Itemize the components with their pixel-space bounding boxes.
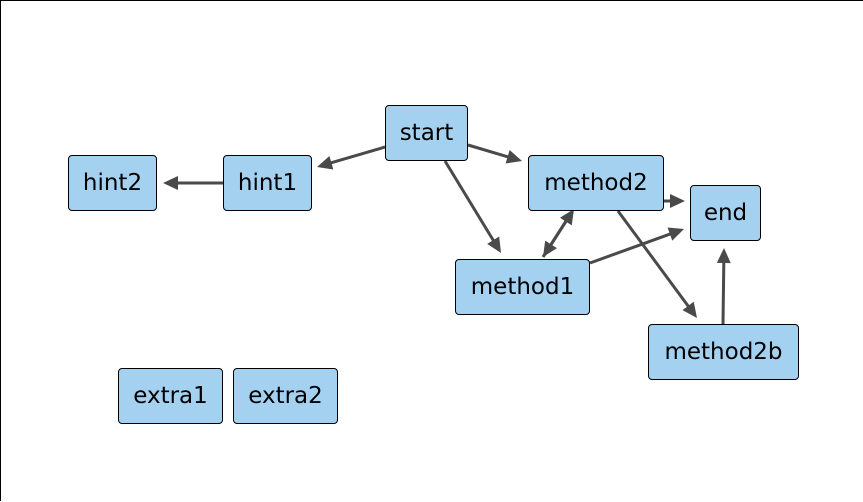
edge-line xyxy=(616,210,692,310)
edge-start-to-hint1 xyxy=(317,145,386,170)
edge-arrowhead xyxy=(317,156,334,170)
node-method1[interactable]: method1 xyxy=(455,259,590,315)
node-method2[interactable]: method2 xyxy=(528,155,664,211)
edge-line xyxy=(443,160,497,244)
edge-arrowhead xyxy=(670,194,685,208)
edge-line xyxy=(541,218,569,258)
node-method2b[interactable]: method2b xyxy=(648,324,799,380)
edge-line xyxy=(467,143,511,160)
edge-start-to-method2 xyxy=(467,143,522,164)
edge-line xyxy=(328,145,386,166)
edge-arrowhead xyxy=(667,227,684,241)
node-end[interactable]: end xyxy=(690,185,761,241)
node-extra2[interactable]: extra2 xyxy=(233,368,338,424)
edge-hint1-to-hint2 xyxy=(163,176,223,190)
edge-method2-to-end xyxy=(664,194,685,208)
node-extra1[interactable]: extra1 xyxy=(118,368,223,424)
edge-arrowhead xyxy=(487,236,501,253)
edge-arrowhead xyxy=(163,176,178,190)
node-hint1[interactable]: hint1 xyxy=(223,155,312,211)
edge-method2-to-method2b xyxy=(616,210,697,318)
edge-arrowhead xyxy=(682,301,697,318)
edge-arrowhead xyxy=(505,150,522,164)
edge-line xyxy=(589,231,674,265)
edge-method2b-to-end xyxy=(716,248,731,325)
edge-start-to-method1 xyxy=(443,160,501,253)
node-start[interactable]: start xyxy=(385,105,468,161)
edge-method1-to-end xyxy=(589,227,684,265)
node-hint2[interactable]: hint2 xyxy=(68,155,157,211)
edge-arrowhead xyxy=(559,209,574,226)
edge-method1-to-method2 xyxy=(541,209,574,258)
edge-arrowhead xyxy=(716,248,731,264)
edge-line xyxy=(721,259,726,325)
